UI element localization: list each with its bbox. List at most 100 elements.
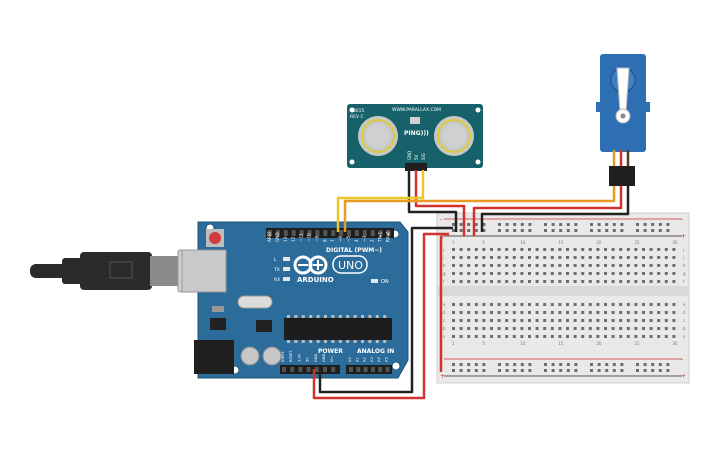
breadboard-hole <box>672 248 676 251</box>
row-label: j <box>442 247 444 252</box>
sensor-pin-label: GND <box>407 151 412 160</box>
rail-hole <box>636 229 639 232</box>
digital-pin-socket <box>315 230 320 236</box>
uno-text: UNO <box>338 259 363 272</box>
rail-hole <box>605 369 609 372</box>
breadboard-hole <box>543 319 547 322</box>
breadboard-hole <box>550 264 554 267</box>
breadboard-hole <box>642 327 645 330</box>
breadboard-hole <box>649 264 653 267</box>
breadboard-hole <box>490 256 493 259</box>
rail-hole <box>612 223 616 226</box>
breadboard-hole <box>467 303 471 306</box>
breadboard-hole <box>604 335 607 338</box>
analog-pin-socket <box>385 367 390 372</box>
digital-pin-label: ~10 <box>307 233 312 242</box>
wire-5v-rail <box>312 232 449 400</box>
rail-hole <box>574 369 578 372</box>
rail-hole <box>636 223 639 226</box>
breadboard-hole <box>588 327 592 330</box>
breadboard-hole <box>467 311 471 314</box>
breadboard-hole <box>482 319 486 322</box>
breadboard-hole <box>452 256 455 259</box>
rail-hole <box>467 223 471 226</box>
breadboard-hole <box>672 335 676 338</box>
breadboard-hole <box>672 280 676 283</box>
breadboard-hole <box>550 311 554 314</box>
rail-hole <box>528 363 532 366</box>
breadboard-hole <box>459 335 463 338</box>
sensor-revision: REV C <box>350 114 364 120</box>
breadboard-hole <box>505 327 509 330</box>
chip-pin <box>338 340 342 343</box>
row-label: i <box>443 255 444 260</box>
row-label: j <box>682 247 684 252</box>
rail-hole <box>520 223 524 226</box>
digital-pin-label: RX◂0 <box>386 231 391 242</box>
rail-hole <box>459 363 463 366</box>
breadboard-hole <box>452 327 455 330</box>
breadboard-hole <box>604 272 607 275</box>
breadboard-rails <box>444 218 682 377</box>
rail-hole <box>452 363 455 366</box>
breadboard-hole <box>543 272 547 275</box>
sensor-brand: WWW.PARALLAX.COM <box>392 107 441 113</box>
breadboard-hole <box>528 280 531 283</box>
rail-hole <box>658 223 662 226</box>
breadboard-hole <box>550 272 554 275</box>
breadboard-hole <box>459 303 463 306</box>
row-label: g <box>683 271 686 276</box>
column-label: 1 <box>452 240 455 245</box>
breadboard-hole <box>664 335 668 338</box>
servo-motor <box>596 54 650 186</box>
digital-label: DIGITAL (PWM~) <box>326 247 382 254</box>
digital-pin-label: 8 <box>322 239 327 242</box>
digital-pin-label: TX▸1 <box>378 231 383 243</box>
breadboard-hole <box>467 280 471 283</box>
chip-pin <box>375 340 379 343</box>
breadboard-hole <box>550 335 554 338</box>
breadboard-hole <box>566 303 569 306</box>
breadboard-hole <box>588 248 592 251</box>
breadboard-hole <box>459 264 463 267</box>
breadboard-hole <box>634 272 638 275</box>
breadboard-hole <box>490 272 493 275</box>
reset-button-cap[interactable] <box>209 232 221 244</box>
chip-pin <box>346 340 350 343</box>
breadboard-hole <box>520 280 524 283</box>
breadboard-hole <box>588 303 592 306</box>
breadboard-hole <box>543 335 547 338</box>
rail-hole <box>505 223 509 226</box>
chip-pin <box>287 340 290 343</box>
digital-pin-label: 4 <box>354 239 359 242</box>
breadboard-hole <box>604 280 607 283</box>
breadboard-hole <box>596 264 600 267</box>
breadboard-hole <box>490 311 493 314</box>
breadboard-hole <box>482 327 486 330</box>
breadboard-hole <box>566 256 569 259</box>
analog-pin-label: A3 <box>370 357 374 362</box>
rail-hole <box>620 369 624 372</box>
breadboard-hole <box>474 311 478 314</box>
breadboard-hole <box>672 303 676 306</box>
rail-hole <box>528 369 532 372</box>
digital-pin-socket <box>307 230 312 236</box>
rail-sign: - <box>440 216 442 223</box>
breadboard-hole <box>604 248 607 251</box>
breadboard-hole <box>505 303 509 306</box>
breadboard-hole <box>543 280 547 283</box>
rail-hole <box>666 369 670 372</box>
rail-hole <box>513 229 517 232</box>
rail-hole <box>643 369 647 372</box>
column-label: 15 <box>558 240 564 245</box>
rail-hole <box>666 229 670 232</box>
power-pin-socket <box>290 367 295 372</box>
digital-pin-socket <box>283 230 288 236</box>
rail-hole <box>597 363 601 366</box>
breadboard-hole <box>596 303 600 306</box>
power-pin-label: IOREF <box>281 351 285 362</box>
wire-sensor-5v <box>414 170 466 236</box>
